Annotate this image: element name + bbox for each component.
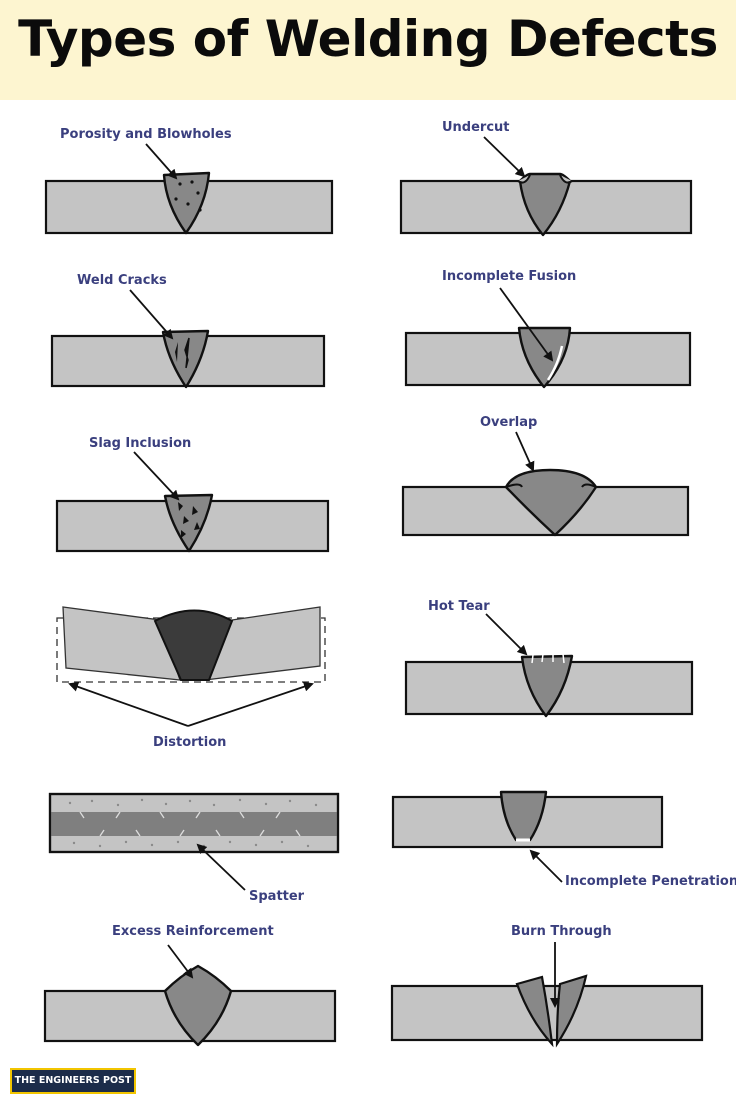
welding-defects-diagram: Porosity and Blowholes Undercut Weld Cra…	[43, 120, 736, 1048]
hot-tear-panel: Hot Tear	[404, 599, 694, 718]
label-weld-cracks: Weld Cracks	[77, 273, 167, 288]
porosity-panel: Porosity and Blowholes	[44, 127, 334, 235]
label-spatter: Spatter	[249, 889, 305, 904]
slag-particles	[178, 502, 200, 538]
title-banner	[0, 0, 736, 100]
label-incomplete-fusion: Incomplete Fusion	[442, 269, 576, 284]
porosity-dots	[174, 180, 202, 212]
incomplete-penetration-panel: Incomplete Penetration	[391, 790, 736, 889]
brand-logo: THE ENGINEERS POST	[10, 1068, 136, 1094]
undercut-panel: Undercut	[399, 120, 693, 237]
label-burn-through: Burn Through	[511, 924, 612, 939]
label-excess-reinforcement: Excess Reinforcement	[112, 924, 274, 939]
label-incomplete-penetration: Incomplete Penetration	[565, 874, 736, 889]
slag-inclusion-panel: Slag Inclusion	[55, 436, 330, 553]
hot-tear-marks	[531, 653, 565, 664]
weld-cracks-panel: Weld Cracks	[50, 273, 326, 389]
label-distortion: Distortion	[153, 735, 226, 750]
label-hot-tear: Hot Tear	[428, 599, 490, 614]
label-slag-inclusion: Slag Inclusion	[89, 436, 191, 451]
label-porosity: Porosity and Blowholes	[60, 127, 232, 142]
distortion-panel: Distortion	[56, 606, 326, 750]
spatter-streaks	[79, 811, 301, 837]
overlap-panel: Overlap	[401, 415, 690, 537]
excess-reinforcement-panel: Excess Reinforcement	[43, 924, 337, 1047]
label-overlap: Overlap	[480, 415, 537, 430]
label-undercut: Undercut	[442, 120, 510, 135]
brand-logo-text: THE ENGINEERS POST	[14, 1075, 132, 1086]
spatter-panel: Spatter	[48, 792, 340, 904]
incomplete-fusion-panel: Incomplete Fusion	[404, 269, 692, 389]
burn-through-panel: Burn Through	[390, 924, 704, 1048]
page-title: Types of Welding Defects	[18, 10, 718, 68]
